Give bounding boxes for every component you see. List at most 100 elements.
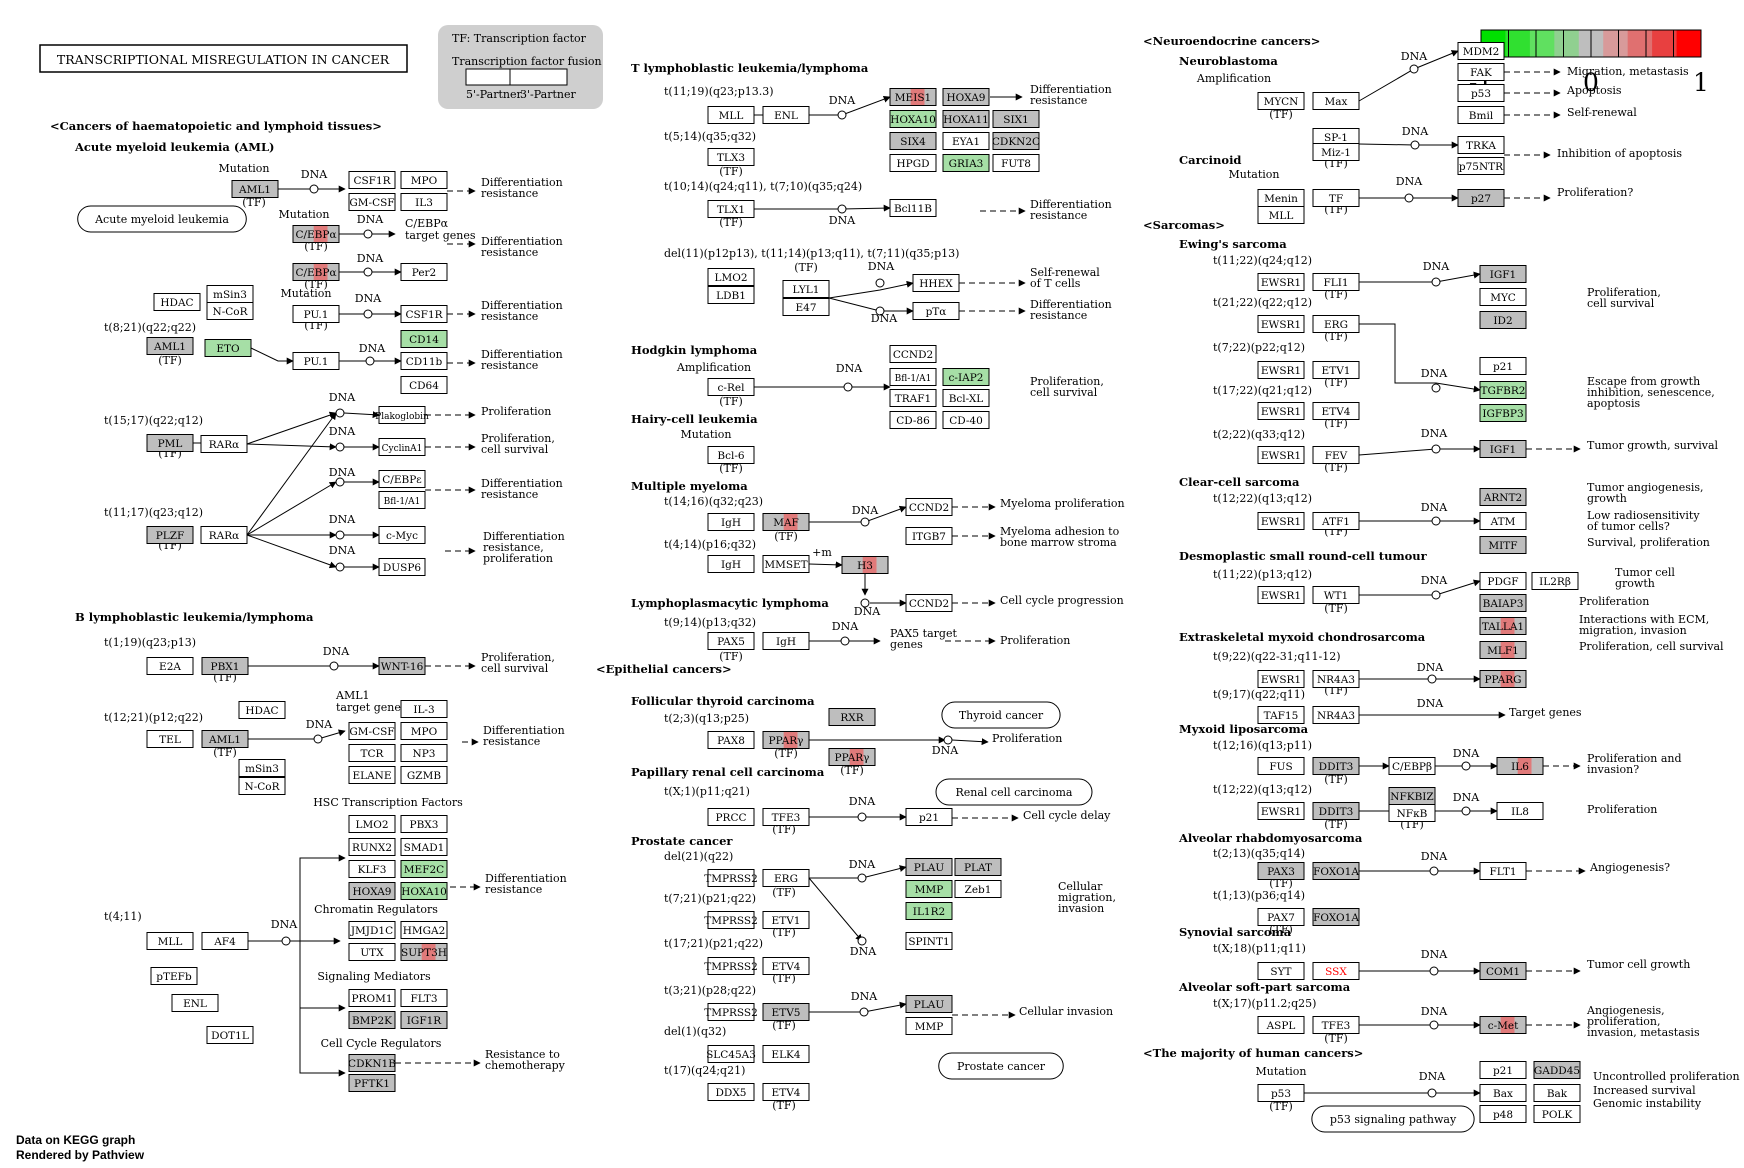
gene-bfl-1-a1[interactable]: Bfl-1/A1 bbox=[378, 491, 426, 509]
gene-c-met[interactable]: c-Met bbox=[1479, 1016, 1527, 1034]
gene-e2a[interactable]: E2A bbox=[146, 657, 194, 675]
gene-ppar[interactable]: PPARγ bbox=[762, 731, 810, 749]
gene-c-ebp[interactable]: C/EBPε bbox=[378, 470, 426, 488]
gene-ddx5[interactable]: DDX5 bbox=[707, 1083, 755, 1101]
gene-igf1[interactable]: IGF1 bbox=[1479, 440, 1527, 458]
gene-pml[interactable]: PML bbox=[146, 434, 194, 452]
gene-hpgd[interactable]: HPGD bbox=[889, 154, 937, 172]
gene-zeb1[interactable]: Zeb1 bbox=[954, 880, 1002, 898]
gene-c-ebp[interactable]: C/EBPα bbox=[292, 263, 340, 281]
gene-ewsr1[interactable]: EWSR1 bbox=[1257, 361, 1305, 379]
gene-menin[interactable]: Menin bbox=[1257, 189, 1305, 207]
gene-tcr[interactable]: TCR bbox=[348, 744, 396, 762]
gene-n-cor[interactable]: N-CoR bbox=[238, 777, 286, 795]
gene-gzmb[interactable]: GZMB bbox=[400, 766, 448, 784]
gene-hmga2[interactable]: HMGA2 bbox=[400, 921, 448, 939]
gene-arnt2[interactable]: ARNT2 bbox=[1479, 488, 1527, 506]
gene-ppar[interactable]: PPARγ bbox=[828, 748, 876, 766]
gene-pax7[interactable]: PAX7 bbox=[1257, 908, 1305, 926]
gene-msin3[interactable]: mSin3 bbox=[238, 759, 286, 777]
gene-mycn[interactable]: MYCN bbox=[1257, 92, 1305, 110]
gene-plat[interactable]: PLAT bbox=[954, 858, 1002, 876]
gene-eto[interactable]: ETO bbox=[204, 339, 252, 357]
gene-bcl-xl[interactable]: Bcl-XL bbox=[942, 389, 990, 407]
gene-c-iap2[interactable]: c-IAP2 bbox=[942, 368, 990, 386]
gene-pax5[interactable]: PAX5 bbox=[707, 632, 755, 650]
gene-pu-1[interactable]: PU.1 bbox=[292, 305, 340, 323]
gene-pt[interactable]: pTα bbox=[912, 302, 960, 320]
gene-max[interactable]: Max bbox=[1312, 92, 1360, 110]
gene-ptefb[interactable]: pTEFb bbox=[150, 967, 198, 985]
gene-gm-csf[interactable]: GM-CSF bbox=[348, 193, 396, 211]
gene-n-cor[interactable]: N-CoR bbox=[206, 302, 254, 320]
gene-p21[interactable]: p21 bbox=[1479, 1061, 1527, 1079]
gene-mll[interactable]: MLL bbox=[707, 106, 755, 124]
gene-prcc[interactable]: PRCC bbox=[707, 808, 755, 826]
gene-cd-40[interactable]: CD-40 bbox=[942, 411, 990, 429]
gene-il-3[interactable]: IL-3 bbox=[400, 700, 448, 718]
gene-aml1[interactable]: AML1 bbox=[201, 730, 249, 748]
gene-fut8[interactable]: FUT8 bbox=[992, 154, 1040, 172]
gene-etv4[interactable]: ETV4 bbox=[1312, 402, 1360, 420]
gene-pu-1[interactable]: PU.1 bbox=[292, 352, 340, 370]
gene-gadd45[interactable]: GADD45 bbox=[1533, 1061, 1581, 1079]
gene-supt3h[interactable]: SUPT3H bbox=[400, 943, 448, 961]
gene-aspl[interactable]: ASPL bbox=[1257, 1016, 1305, 1034]
gene-p48[interactable]: p48 bbox=[1479, 1105, 1527, 1123]
gene-flt3[interactable]: FLT3 bbox=[400, 989, 448, 1007]
gene-tlx3[interactable]: TLX3 bbox=[707, 148, 755, 166]
gene-mmset[interactable]: MMSET bbox=[762, 555, 810, 573]
gene-sp-1[interactable]: SP-1 bbox=[1312, 128, 1360, 146]
gene-pbx3[interactable]: PBX3 bbox=[400, 815, 448, 833]
gene-mef2c[interactable]: MEF2C bbox=[400, 860, 448, 878]
gene-bcl-6[interactable]: Bcl-6 bbox=[707, 446, 755, 464]
gene-cd11b[interactable]: CD11b bbox=[400, 352, 448, 370]
gene-mll[interactable]: MLL bbox=[146, 932, 194, 950]
gene-maf[interactable]: MAF bbox=[762, 513, 810, 531]
gene-pparg[interactable]: PPARG bbox=[1479, 670, 1527, 688]
gene-hhex[interactable]: HHEX bbox=[912, 274, 960, 292]
gene-tmprss2[interactable]: TMPRSS2 bbox=[704, 869, 758, 887]
gene-tel[interactable]: TEL bbox=[146, 730, 194, 748]
gene-c-ebp[interactable]: C/EBPα bbox=[292, 225, 340, 243]
gene-mlf1[interactable]: MLF1 bbox=[1479, 641, 1527, 659]
gene-msin3[interactable]: mSin3 bbox=[206, 285, 254, 303]
gene-tmprss2[interactable]: TMPRSS2 bbox=[704, 911, 758, 929]
gene-atm[interactable]: ATM bbox=[1479, 512, 1527, 530]
gene-plzf[interactable]: PLZF bbox=[146, 526, 194, 544]
gene-il2r[interactable]: IL2Rβ bbox=[1531, 572, 1579, 590]
gene-dusp6[interactable]: DUSP6 bbox=[378, 558, 426, 576]
pathway-link-renal-cell-carcinoma[interactable]: Renal cell carcinoma bbox=[935, 778, 1093, 806]
gene-nfkbiz[interactable]: NFKBIZ bbox=[1388, 787, 1436, 805]
gene-six4[interactable]: SIX4 bbox=[889, 132, 937, 150]
gene-igf1[interactable]: IGF1 bbox=[1479, 265, 1527, 283]
gene-pax8[interactable]: PAX8 bbox=[707, 731, 755, 749]
gene-tfe3[interactable]: TFE3 bbox=[1312, 1016, 1360, 1034]
gene-hoxa9[interactable]: HOXA9 bbox=[348, 882, 396, 900]
gene-tfe3[interactable]: TFE3 bbox=[762, 808, 810, 826]
gene-igh[interactable]: IgH bbox=[762, 632, 810, 650]
pathway-link-thyroid-cancer[interactable]: Thyroid cancer bbox=[941, 701, 1061, 729]
gene-foxo1a[interactable]: FOXO1A bbox=[1312, 862, 1360, 880]
gene-p53[interactable]: p53 bbox=[1457, 84, 1505, 102]
gene-com1[interactable]: COM1 bbox=[1479, 962, 1527, 980]
gene-plakoglobin[interactable]: Plakoglobin bbox=[375, 406, 429, 424]
gene-il6[interactable]: IL6 bbox=[1496, 757, 1544, 775]
gene-per2[interactable]: Per2 bbox=[400, 263, 448, 281]
gene-miz-1[interactable]: Miz-1 bbox=[1312, 143, 1360, 161]
gene-myc[interactable]: MYC bbox=[1479, 288, 1527, 306]
gene-hoxa10[interactable]: HOXA10 bbox=[400, 882, 448, 900]
gene-lmo2[interactable]: LMO2 bbox=[348, 815, 396, 833]
gene-ccnd2[interactable]: CCND2 bbox=[905, 498, 953, 516]
gene-ewsr1[interactable]: EWSR1 bbox=[1257, 802, 1305, 820]
gene-eya1[interactable]: EYA1 bbox=[942, 132, 990, 150]
gene-elk4[interactable]: ELK4 bbox=[762, 1045, 810, 1063]
gene-aml1[interactable]: AML1 bbox=[146, 337, 194, 355]
gene-c-myc[interactable]: c-Myc bbox=[378, 526, 426, 544]
gene-lyl1[interactable]: LYL1 bbox=[782, 280, 830, 298]
gene-af4[interactable]: AF4 bbox=[201, 932, 249, 950]
gene-ldb1[interactable]: LDB1 bbox=[707, 286, 755, 304]
gene-fak[interactable]: FAK bbox=[1457, 63, 1505, 81]
gene-erg[interactable]: ERG bbox=[762, 869, 810, 887]
gene-ddit3[interactable]: DDIT3 bbox=[1312, 757, 1360, 775]
